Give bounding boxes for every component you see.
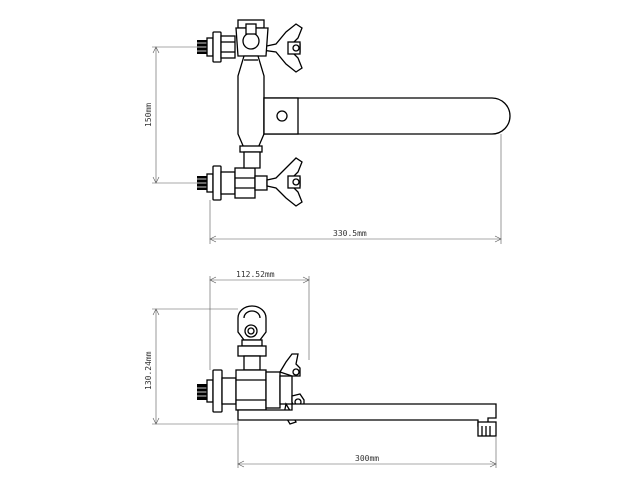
side-shower-holder: [237, 305, 267, 371]
side-height-label: 130.24mm: [144, 351, 153, 390]
top-height-dimension: 150mm: [144, 46, 197, 184]
top-height-label: 150mm: [144, 103, 153, 127]
side-spout-length-label: 300mm: [355, 454, 379, 463]
spout-top: [263, 97, 511, 135]
shower-holder: [235, 19, 269, 57]
side-upper-handle: [279, 353, 301, 377]
lower-inlet-connector: [197, 151, 268, 201]
top-width-dimension: 330.5mm: [209, 134, 502, 244]
upper-inlet-connector: [197, 31, 236, 63]
side-view-faucet: [197, 305, 497, 437]
top-width-label: 330.5mm: [333, 229, 367, 238]
side-height-dimension: 130.24mm: [144, 308, 238, 425]
upper-cross-handle: [261, 23, 303, 73]
side-spout: [237, 403, 497, 437]
side-top-width-label: 112.52mm: [236, 270, 275, 279]
side-mixer-body: [235, 369, 293, 411]
side-spout-length-dimension: 300mm: [237, 420, 497, 468]
lower-cross-handle: [266, 157, 303, 207]
top-view-faucet: [197, 19, 511, 207]
mixer-body: [237, 55, 265, 153]
side-inlet-connector: [197, 369, 237, 413]
side-top-width-dimension: 112.52mm: [209, 270, 310, 370]
